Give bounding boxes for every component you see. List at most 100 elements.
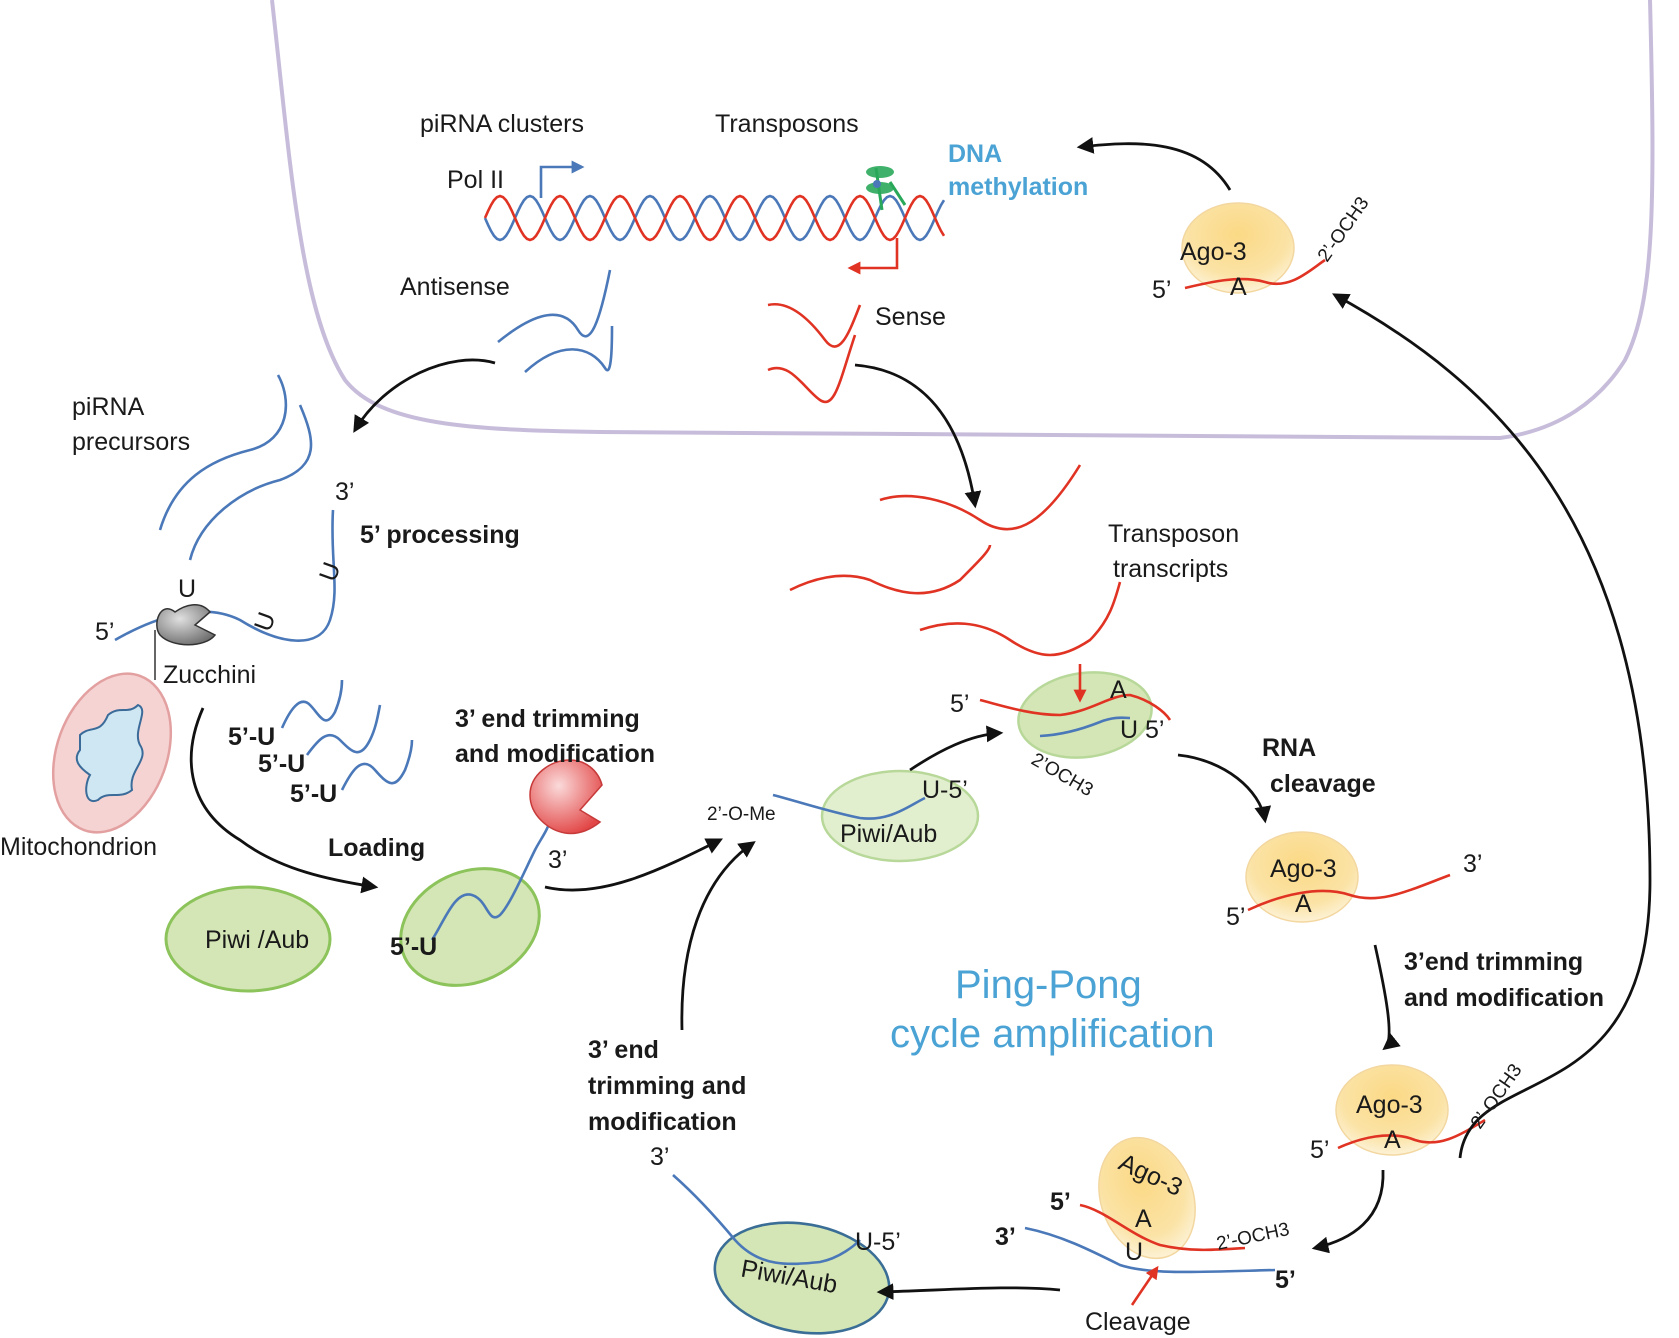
bottom-cleavage-arrow bbox=[1130, 1265, 1159, 1306]
piwi-aub-protein bbox=[164, 885, 332, 993]
label-five-prime: 5’ bbox=[1152, 276, 1171, 304]
label-piwi-aub: Piwi/Aub bbox=[840, 820, 937, 848]
flow-arrow bbox=[680, 841, 756, 1031]
pirna-guide-strand bbox=[1039, 716, 1131, 738]
label-three-end-left: trimming and bbox=[588, 1072, 746, 1100]
center-pirna-strand bbox=[772, 793, 926, 820]
label-five-prime: 5’ bbox=[1050, 1188, 1071, 1216]
label-three-prime: 3’ bbox=[335, 478, 354, 506]
transposon-transcript bbox=[879, 464, 1082, 531]
label-five-processing: 5’ processing bbox=[360, 521, 520, 549]
trimming-enzyme bbox=[529, 759, 603, 835]
flow-arrow bbox=[854, 363, 982, 509]
flow-arrow bbox=[353, 358, 496, 433]
label-ping-pong: Ping-Pong bbox=[955, 963, 1142, 1007]
label-a: A bbox=[1384, 1126, 1401, 1154]
transposon-transcript bbox=[789, 544, 992, 595]
label-dna-methylation: DNA bbox=[948, 140, 1002, 168]
dna-double-helix bbox=[483, 194, 946, 242]
label-two-o-me: 2’-O-Me bbox=[707, 804, 776, 825]
label-five-prime: 5’ bbox=[1310, 1136, 1329, 1164]
loaded-pirna-strand bbox=[430, 819, 552, 941]
label-u: U bbox=[1125, 1238, 1143, 1266]
methylation-mark-icon bbox=[866, 166, 907, 211]
label-five-u: 5’-U bbox=[258, 750, 305, 778]
label-a: A bbox=[1135, 1205, 1152, 1233]
ago3-trimmed-pirna bbox=[1337, 1118, 1486, 1150]
flow-arrow bbox=[876, 1283, 1061, 1301]
piwi-aub-center-protein bbox=[820, 769, 980, 863]
label-transposon-transcripts: transcripts bbox=[1113, 555, 1228, 583]
five-u-strand bbox=[340, 739, 414, 791]
label-loading: Loading bbox=[328, 834, 425, 862]
sense-rna-strand bbox=[767, 302, 862, 348]
pirna-precursor-strand bbox=[158, 374, 288, 531]
label-ago3: Ago-3 bbox=[1180, 238, 1247, 266]
label-three-end-trim-right: 3’end trimming bbox=[1404, 948, 1583, 976]
pol2-transcription-arrow bbox=[539, 160, 585, 198]
label-rna-cleavage: RNA bbox=[1262, 734, 1316, 762]
label-five-prime: 5’ bbox=[1275, 1266, 1296, 1294]
label-three-end-trimming: and modification bbox=[455, 740, 655, 768]
label-a: A bbox=[1110, 676, 1127, 704]
label-transposons: Transposons bbox=[715, 110, 859, 138]
label-three-end-trimming: 3’ end trimming bbox=[455, 705, 640, 733]
label-two-och3: 2’-OCH3 bbox=[1215, 1219, 1292, 1255]
bottom-target-strand bbox=[1024, 1226, 1276, 1274]
label-a: A bbox=[1295, 890, 1312, 918]
label-three-end-left: 3’ end bbox=[588, 1036, 659, 1064]
label-three-prime: 3’ bbox=[650, 1143, 669, 1171]
ago3-protein-top bbox=[1181, 202, 1295, 294]
label-a: A bbox=[1230, 273, 1247, 301]
label-dna-methylation: methylation bbox=[948, 173, 1088, 201]
piwi-aub-cleavage-complex bbox=[1017, 671, 1153, 759]
label-u-five-short: U 5’ bbox=[1120, 716, 1164, 744]
label-pirna-precursors: precursors bbox=[72, 428, 190, 456]
transposon-transcription-arrow bbox=[847, 238, 899, 275]
flow-arrow bbox=[189, 707, 379, 894]
flow-arrow bbox=[1177, 753, 1272, 824]
label-mitochondrion: Mitochondrion bbox=[0, 833, 157, 861]
transposon-transcript bbox=[919, 581, 1122, 657]
label-pol2: Pol II bbox=[447, 166, 504, 194]
label-pirna-precursors: piRNA bbox=[72, 393, 145, 421]
piwi-aub-loaded-protein bbox=[399, 867, 541, 987]
label-transposon-transcripts: Transposon bbox=[1108, 520, 1239, 548]
label-u-five: U-5’ bbox=[922, 776, 968, 804]
label-five-prime: 5’ bbox=[1226, 903, 1245, 931]
label-three-prime: 3’ bbox=[548, 846, 567, 874]
label-five-prime: 5’ bbox=[950, 690, 969, 718]
pirna-precursor-strand bbox=[114, 509, 336, 642]
ago3-cleaved-rna bbox=[1247, 873, 1451, 912]
bottom-pirna-strand bbox=[672, 1174, 861, 1266]
label-five-prime: 5’ bbox=[95, 618, 114, 646]
pirna-precursor-strand bbox=[188, 404, 313, 561]
flow-arrow bbox=[1311, 1169, 1385, 1254]
label-five-u: 5’-U bbox=[290, 780, 337, 808]
label-two-och3: 2’-OCH3 bbox=[1467, 1060, 1527, 1133]
label-u: U bbox=[314, 558, 346, 585]
label-three-prime: 3’ bbox=[1463, 850, 1482, 878]
label-u: U bbox=[178, 575, 196, 603]
label-five-u: 5’-U bbox=[390, 933, 437, 961]
five-u-strand bbox=[280, 679, 344, 729]
label-ago3: Ago-3 bbox=[1270, 855, 1337, 883]
label-rna-cleavage: cleavage bbox=[1270, 770, 1376, 798]
label-ago3: Ago-3 bbox=[1356, 1091, 1423, 1119]
ago3-bottom-pirna bbox=[1079, 1203, 1246, 1252]
label-three-end-left: modification bbox=[588, 1108, 737, 1136]
five-u-strand bbox=[305, 704, 382, 756]
sense-rna-strand bbox=[767, 334, 857, 404]
transposon-transcript-target bbox=[979, 693, 1172, 721]
mitochondrion bbox=[51, 672, 173, 834]
label-five-u: 5’-U bbox=[228, 723, 275, 751]
zucchini-enzyme bbox=[156, 604, 217, 646]
flow-arrow bbox=[1373, 944, 1401, 1051]
antisense-rna-strand bbox=[497, 269, 612, 344]
flow-arrow bbox=[1332, 293, 1652, 1159]
label-antisense: Antisense bbox=[400, 273, 510, 301]
ago3-protein-trimmed bbox=[1335, 1064, 1449, 1156]
label-cleavage: Cleavage bbox=[1085, 1308, 1191, 1336]
label-three-end-trim-right: and modification bbox=[1404, 984, 1604, 1012]
